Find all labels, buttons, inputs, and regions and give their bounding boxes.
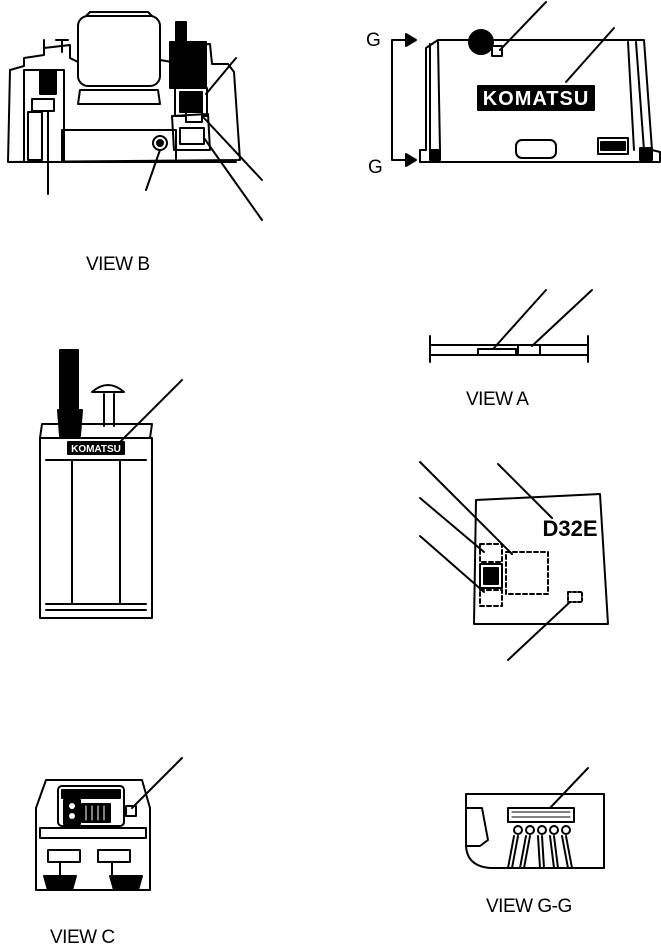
brand-plate bbox=[477, 85, 595, 111]
view-gg-figure bbox=[465, 767, 605, 869]
view-a-label: VIEW A bbox=[466, 389, 529, 410]
decal-box-gg bbox=[507, 807, 575, 823]
leader-p2 bbox=[419, 497, 485, 553]
section-g-bottom-label: G bbox=[368, 157, 383, 178]
leader-p3 bbox=[419, 535, 485, 593]
leader-b4 bbox=[203, 117, 263, 181]
decal-box-p2 bbox=[479, 589, 503, 607]
decal-box-b1 bbox=[31, 98, 55, 112]
leader-a2 bbox=[531, 289, 593, 347]
leader-c1 bbox=[131, 757, 183, 809]
brand-plate-text: KOMATSU bbox=[483, 88, 590, 110]
leader-p5 bbox=[507, 601, 571, 661]
view-g-figure: KOMATSU bbox=[391, 1, 661, 167]
view-a-figure bbox=[429, 289, 593, 363]
view-c-figure bbox=[35, 757, 183, 891]
view-gg-label: VIEW G-G bbox=[486, 896, 572, 917]
view-b-label: VIEW B bbox=[86, 254, 150, 275]
model-panel-figure: D32E bbox=[419, 461, 609, 661]
fuel-cap bbox=[468, 29, 494, 55]
leader-b2 bbox=[145, 149, 161, 191]
leader-b3 bbox=[205, 57, 237, 95]
view-b-figure bbox=[7, 11, 263, 221]
leader-p1 bbox=[419, 461, 513, 555]
decal-box-p3 bbox=[505, 551, 549, 595]
battery-box-figure: KOMATSU bbox=[39, 349, 183, 619]
leader-a1 bbox=[493, 289, 547, 349]
leader-gg bbox=[549, 767, 589, 809]
decal-box-b3 bbox=[179, 127, 205, 145]
leader-battery bbox=[117, 379, 183, 445]
leader-p4 bbox=[497, 463, 553, 519]
leader-g1 bbox=[499, 1, 547, 51]
model-text: D32E bbox=[542, 516, 597, 541]
decal-box-g1 bbox=[491, 45, 503, 57]
leader-b5 bbox=[203, 137, 263, 221]
seat-back bbox=[77, 15, 161, 87]
leader-g2 bbox=[565, 27, 615, 83]
decal-box-p1 bbox=[479, 543, 503, 563]
brand-plate-small bbox=[67, 441, 125, 455]
decal-box-c1 bbox=[125, 805, 137, 817]
decal-box-p4 bbox=[567, 591, 583, 603]
view-c-label: VIEW C bbox=[50, 927, 115, 948]
brand-plate-small-text: KOMATSU bbox=[71, 444, 121, 455]
section-g-top-label: G bbox=[366, 30, 381, 51]
decal-box-b2 bbox=[185, 111, 203, 123]
decal-box-a2 bbox=[517, 344, 541, 356]
decal-box-a1 bbox=[477, 348, 517, 356]
